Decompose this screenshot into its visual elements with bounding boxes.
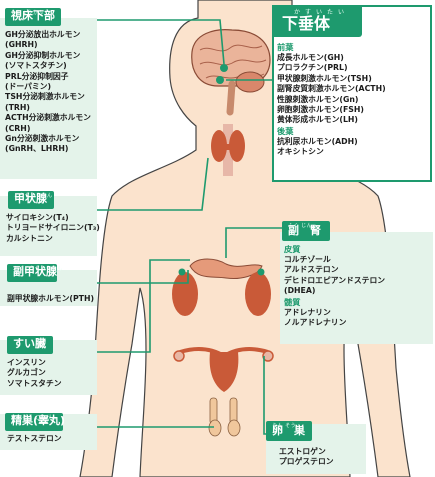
hormone-item: デヒドロエピアンドステロン [284, 276, 385, 286]
hormone-item: プロラクチン(PRL) [277, 63, 386, 73]
hormone-item: (GnRH、LHRH) [5, 144, 91, 154]
hormone-item: (ドーパミン) [5, 82, 91, 92]
right-kidney [245, 272, 271, 316]
medulla-heading: 髄質 [284, 297, 385, 308]
hormone-item: ノルアドレナリン [284, 318, 385, 328]
hormone-item: GH分泌抑制ホルモン [5, 51, 91, 61]
hypothalamus-title: 視床下部 [11, 7, 55, 23]
hypothalamus-label: ししょうかぶ 視床下部 [5, 8, 61, 26]
adrenal-hormone-list: 皮質 コルチゾール アルドステロン デヒドロエピアンドステロン (DHEA) 髄… [284, 244, 385, 328]
hormone-item: 抗利尿ホルモン(ADH) [277, 137, 386, 147]
ovary-title: 卵 巣 [272, 422, 305, 438]
parathyroid-hormone-list: 副甲状腺ホルモン(PTH) [7, 294, 94, 304]
testis-hormone-list: テストステロン [7, 434, 62, 444]
pancreas-title: すい臓 [13, 335, 46, 351]
thyroid-label: こうじょうせん 甲状腺 [8, 191, 54, 209]
parathyroid-label: ふくこうじょうせん 副甲状腺 [7, 264, 57, 282]
hormone-item: 副腎皮質刺激ホルモン(ACTH) [277, 84, 386, 94]
hormone-item: 卵胞刺激ホルモン(FSH) [277, 105, 386, 115]
hormone-item: サイロキシン(T₄) [6, 213, 100, 223]
hormone-item: プロゲステロン [279, 457, 334, 467]
hormone-item: グルカゴン [7, 368, 62, 378]
pancreas-hormone-list: インスリン グルカゴン ソマトスタチン [7, 358, 62, 389]
hormone-item: Gn分泌刺激ホルモン [5, 134, 91, 144]
hormone-item: 黄体形成ホルモン(LH) [277, 115, 386, 125]
hormone-item: 性腺刺激ホルモン(Gn) [277, 95, 386, 105]
hormone-item: ACTH分泌刺激ホルモン [5, 113, 91, 123]
testis-title: 精巣(睾丸) [11, 412, 65, 428]
pituitary-hormone-list: 前葉 成長ホルモン(GH) プロラクチン(PRL) 甲状腺刺激ホルモン(TSH)… [277, 42, 386, 158]
hormone-item: トリヨードサイロニン(T₃) [6, 223, 100, 233]
hormone-item: インスリン [7, 358, 62, 368]
anterior-lobe-heading: 前葉 [277, 42, 386, 53]
hormone-item: 成長ホルモン(GH) [277, 53, 386, 63]
hormone-item: ソマトスタチン [7, 379, 62, 389]
thyroid-hormone-list: サイロキシン(T₄) トリヨードサイロニン(T₃) カルシトニン [6, 213, 100, 244]
hormone-item: アルドステロン [284, 265, 385, 275]
hormone-item: オキシトシン [277, 147, 386, 157]
hormone-item: (GHRH) [5, 40, 91, 50]
pituitary-title: 下垂体 [282, 10, 330, 34]
cortex-heading: 皮質 [284, 244, 385, 255]
hormone-item: GH分泌放出ホルモン [5, 30, 91, 40]
left-ovary [174, 351, 184, 361]
pituitary-label: かすいたい 下垂体 [272, 5, 362, 37]
pituitary-marker [216, 76, 224, 84]
hormone-item: 副甲状腺ホルモン(PTH) [7, 294, 94, 304]
parathyroid-title: 副甲状腺 [13, 263, 57, 279]
left-kidney [172, 272, 198, 316]
hormone-item: (TRH) [5, 103, 91, 113]
ovary-hormone-list: エストロゲン プロゲステロン [279, 447, 334, 468]
thyroid-title: 甲状腺 [14, 190, 47, 206]
hormone-item: PRL分泌抑制因子 [5, 72, 91, 82]
hormone-item: (DHEA) [284, 286, 385, 296]
hormone-item: テストステロン [7, 434, 62, 444]
testis-label: せいそう こうがん 精巣(睾丸) [5, 413, 63, 431]
left-adrenal-marker [179, 269, 186, 276]
ovary-label: らん そう 卵 巣 [266, 421, 312, 441]
posterior-lobe-heading: 後葉 [277, 126, 386, 137]
adrenal-title: 副 腎 [288, 222, 321, 238]
right-adrenal-marker [258, 269, 265, 276]
hormone-item: (CRH) [5, 124, 91, 134]
hormone-item: TSH分泌刺激ホルモン [5, 92, 91, 102]
hormone-item: (ソマトスタチン) [5, 61, 91, 71]
hormone-item: アドレナリン [284, 308, 385, 318]
hypothalamus-hormone-list: GH分泌放出ホルモン (GHRH) GH分泌抑制ホルモン (ソマトスタチン) P… [5, 30, 91, 155]
hormone-item: エストロゲン [279, 447, 334, 457]
hypothalamus-marker [220, 64, 228, 72]
hormone-item: 甲状腺刺激ホルモン(TSH) [277, 74, 386, 84]
hormone-item: カルシトニン [6, 234, 100, 244]
pancreas-label: すい臓 [7, 336, 53, 354]
adrenal-label: ふく じん 副 腎 [282, 221, 330, 241]
hormone-item: コルチゾール [284, 255, 385, 265]
